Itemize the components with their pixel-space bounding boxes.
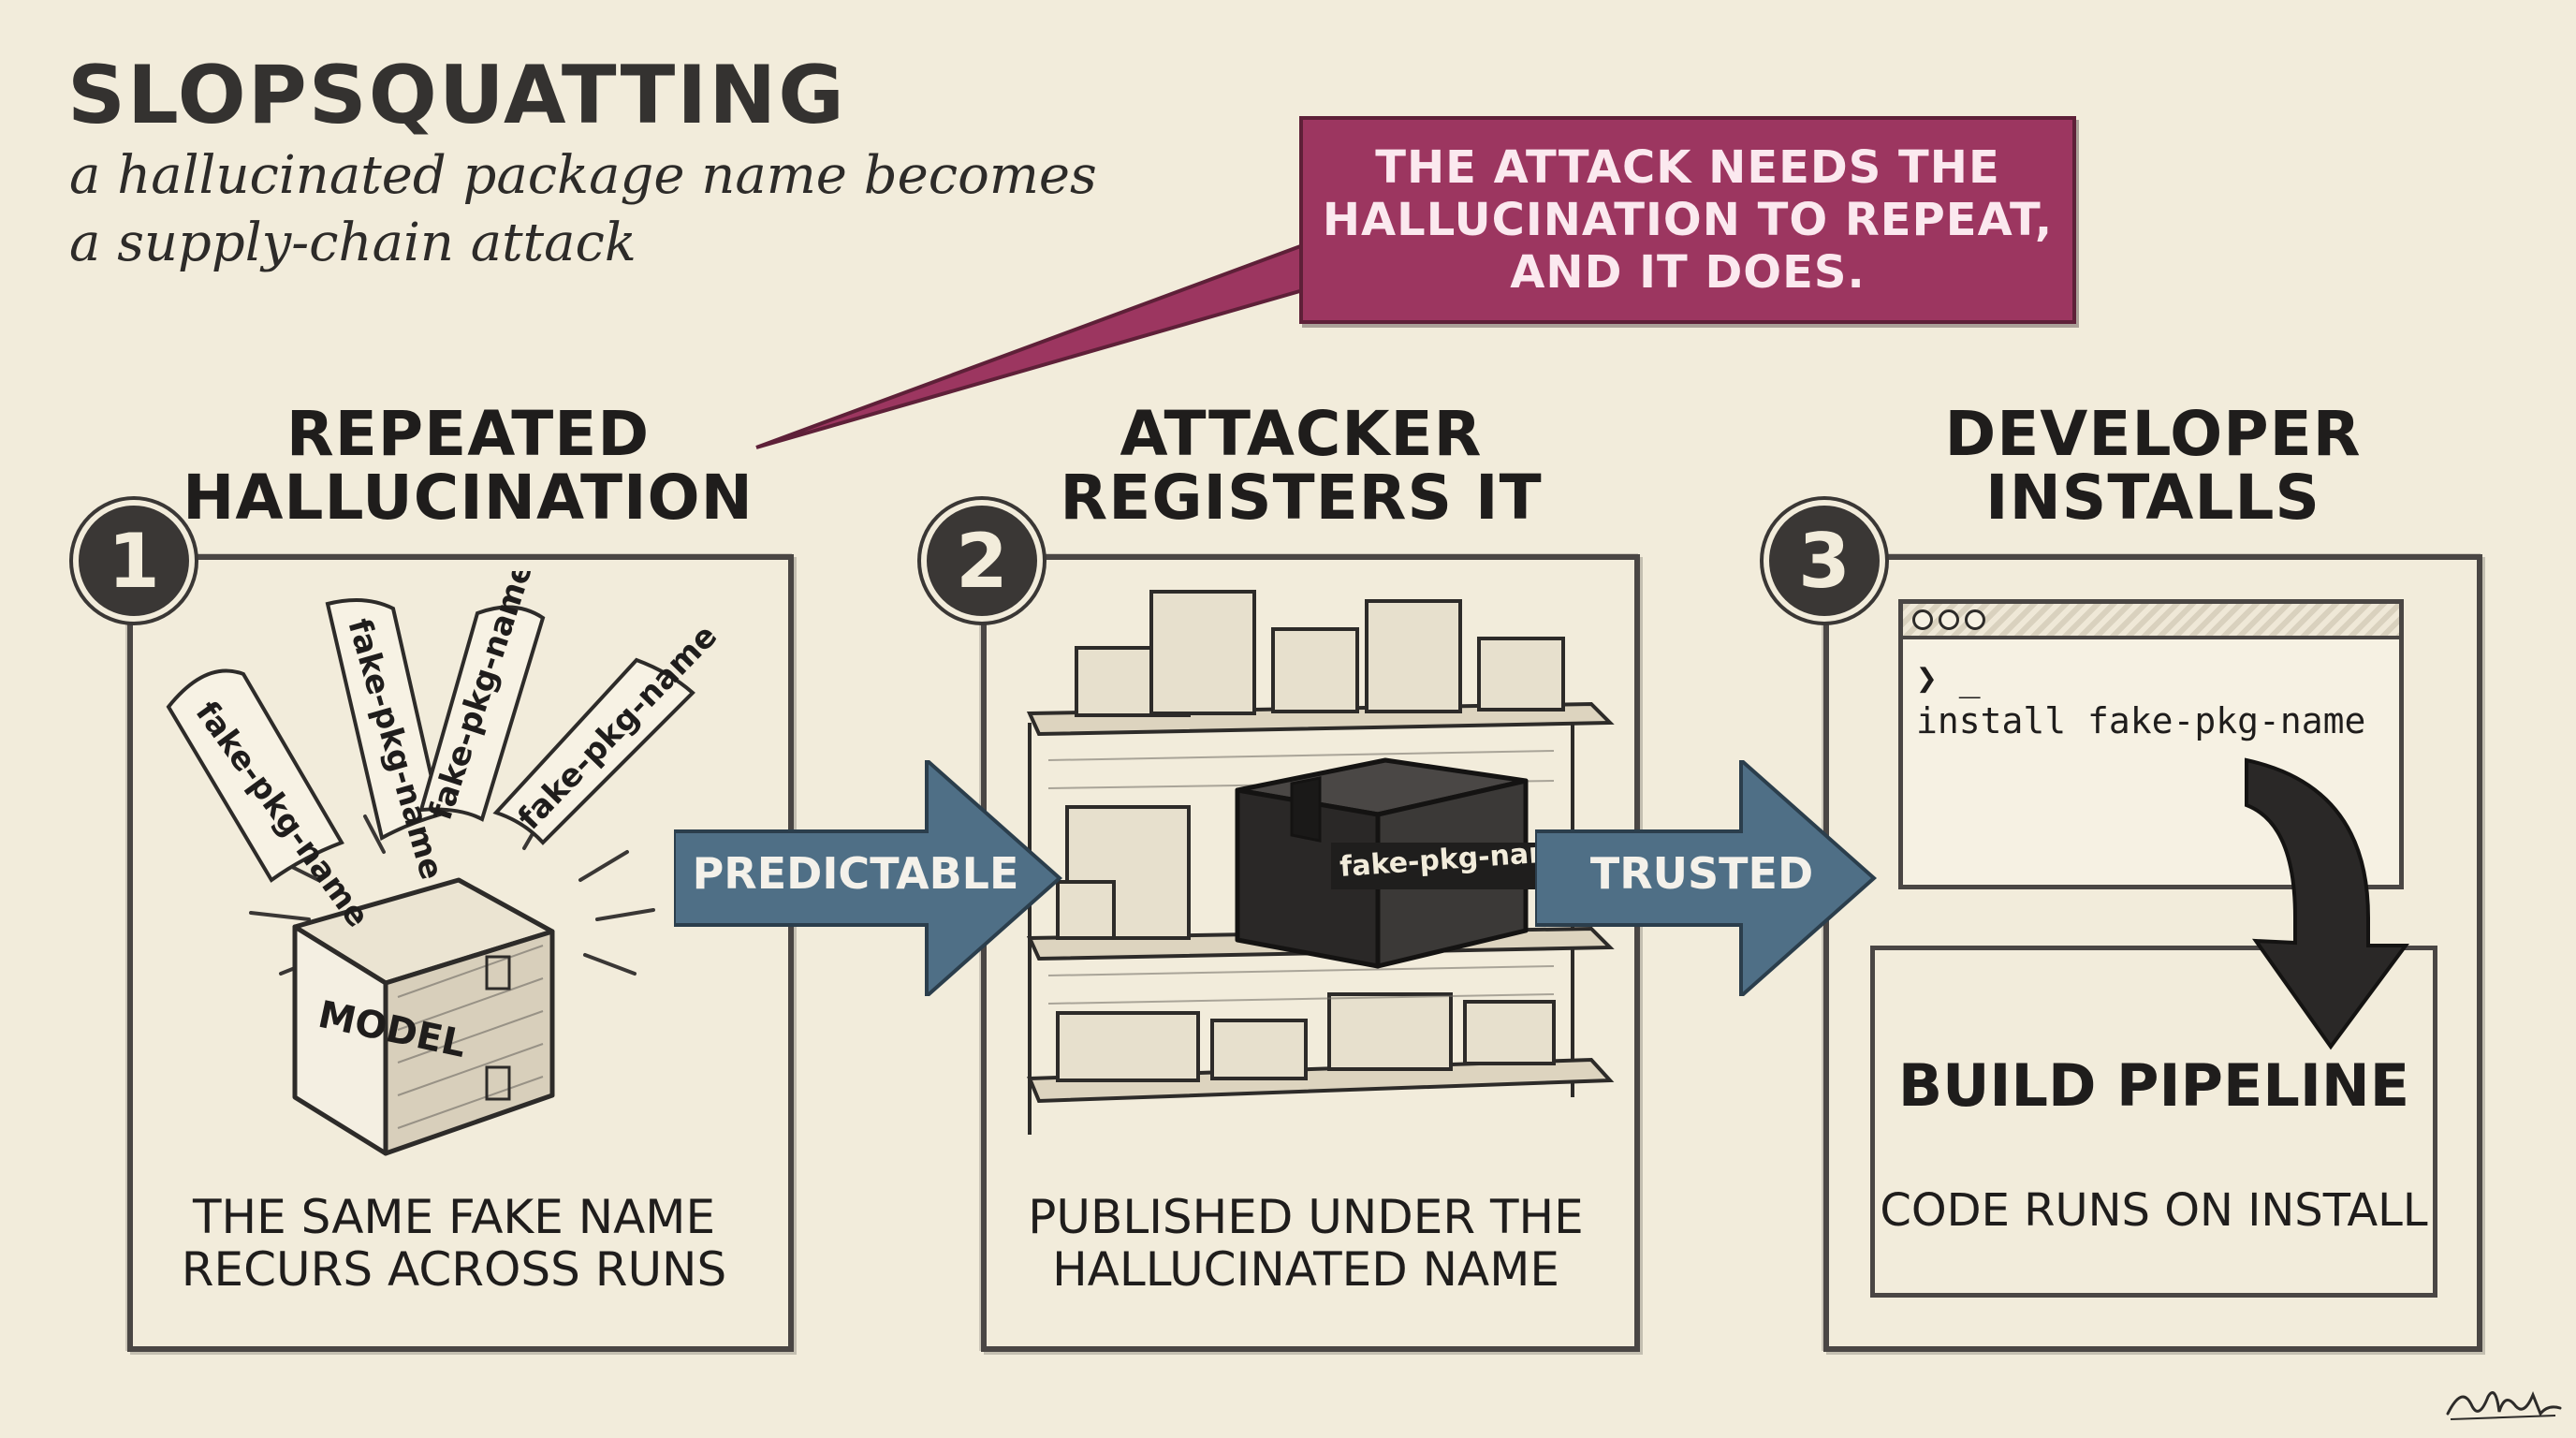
step-1-heading: REPEATED HALLUCINATION (168, 403, 768, 530)
step-1-number-badge: 1 (73, 500, 195, 622)
window-control-icon[interactable] (1939, 609, 1959, 630)
step-3-number-badge: 3 (1764, 500, 1885, 622)
build-pipeline-title: BUILD PIPELINE (1897, 1051, 2410, 1120)
arrow-trusted (1535, 760, 1878, 996)
step-1-heading-line-1: REPEATED (285, 398, 651, 470)
terminal-prompt: ❯ _ (1916, 657, 1981, 698)
step-1-caption: THE SAME FAKE NAME RECURS ACROSS RUNS (140, 1191, 768, 1296)
step-1-heading-line-2: HALLUCINATION (183, 462, 754, 534)
terminal-titlebar (1903, 604, 2399, 639)
build-pipeline-box: BUILD PIPELINE CODE RUNS ON INSTALL (1870, 946, 2437, 1298)
step-1-caption-line-1: THE SAME FAKE NAME (192, 1190, 716, 1244)
callout-line-1: THE ATTACK NEEDS THE (1375, 141, 2000, 194)
callout-line-2: HALLUCINATION TO REPEAT, (1322, 194, 2054, 246)
step-2-number-badge: 2 (921, 500, 1043, 622)
shelf-illustration: fake-pkg-name (1026, 590, 1615, 1135)
page-title: SLOPSQUATTING (67, 49, 846, 142)
arrow-predictable-label: PREDICTABLE (692, 848, 1019, 899)
flying-name-1: fake-pkg-name (188, 695, 376, 934)
step-3-heading: DEVELOPER INSTALLS (1872, 403, 2434, 530)
step-2-caption-line-2: HALLUCINATED NAME (1052, 1242, 1559, 1297)
subtitle-line-2: a supply-chain attack (69, 213, 637, 273)
arrow-trusted-label: TRUSTED (1589, 848, 1814, 899)
curved-arrow-icon (2245, 757, 2409, 1050)
step-3-heading-line-2: INSTALLS (1985, 462, 2320, 534)
step-2-caption-line-1: PUBLISHED UNDER THE (1028, 1190, 1584, 1244)
step-2-heading-line-2: REGISTERS IT (1060, 462, 1543, 534)
signature-mark (2446, 1391, 2562, 1420)
step-2-heading-line-1: ATTACKER (1120, 398, 1483, 470)
build-pipeline-caption: CODE RUNS ON INSTALL (1880, 1184, 2428, 1237)
step-2-panel (981, 554, 1640, 1352)
step-3-panel (1823, 554, 2482, 1352)
step-1-caption-line-2: RECURS ACROSS RUNS (181, 1242, 727, 1297)
callout-box: THE ATTACK NEEDS THE HALLUCINATION TO RE… (1299, 116, 2076, 324)
model-box-illustration: MODEL fake-pkg-name fake-pkg-name fake-p… (166, 571, 724, 1156)
subtitle-line-1: a hallucinated package name becomes (69, 145, 1097, 206)
step-1-panel (127, 554, 794, 1352)
arrow-predictable (674, 760, 1063, 996)
terminal-command[interactable]: install fake-pkg-name (1916, 700, 2366, 741)
window-control-icon[interactable] (1912, 609, 1933, 630)
window-control-icon[interactable] (1965, 609, 1985, 630)
package-label-background (1331, 843, 1546, 889)
step-2-caption: PUBLISHED UNDER THE HALLUCINATED NAME (992, 1191, 1619, 1296)
callout-line-3: AND IT DOES. (1510, 246, 1866, 299)
page-subtitle: a hallucinated package name becomes a su… (69, 142, 1097, 277)
step-3-heading-line-1: DEVELOPER (1944, 398, 2362, 470)
step-2-heading: ATTACKER REGISTERS IT (1011, 403, 1591, 530)
